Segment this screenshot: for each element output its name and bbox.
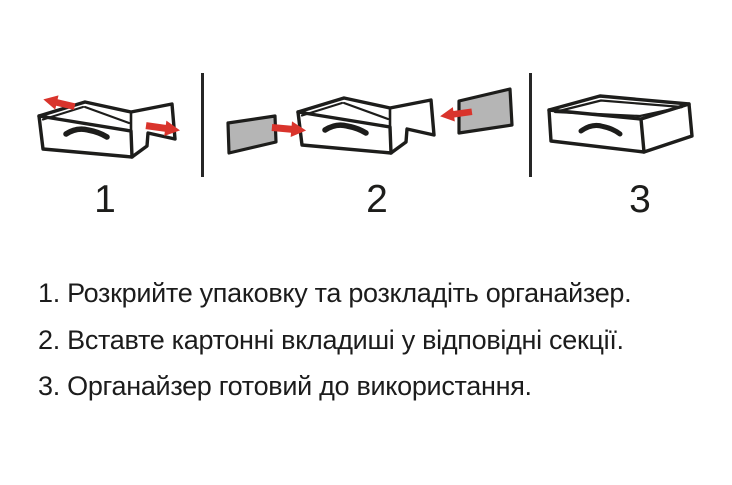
handle-slot [63, 126, 110, 140]
step-1-number: 1 [94, 178, 116, 221]
handle-slot [322, 122, 369, 136]
handle-slot [578, 122, 623, 137]
step-3-illustration-assembled-organizer-icon [547, 94, 694, 154]
figure-divider [201, 73, 204, 177]
instruction-line-1: 1. Розкрийте упаковку та розкладіть орга… [38, 278, 632, 308]
step-1-illustration-unfold-organizer-icon [37, 95, 180, 159]
unfold-arrow-right-icon [145, 120, 180, 137]
organizer-drawer-open [296, 96, 436, 155]
instruction-line-2: 2. Вставте картонні вкладиші у відповідн… [38, 324, 624, 355]
organizer-box-assembled [547, 94, 694, 154]
organizer-drawer-open [37, 100, 177, 159]
insert-arrow-right-icon [440, 107, 473, 122]
figure-divider [529, 73, 532, 177]
step-3-number: 3 [629, 178, 651, 221]
instruction-line-3: 3. Органайзер готовий до використання. [38, 371, 532, 401]
step-2-number: 2 [366, 178, 388, 221]
instruction-text-block: 1. Розкрийте упаковку та розкладіть орга… [38, 270, 722, 410]
cardboard-insert-right [457, 87, 514, 135]
unfold-arrow-left-icon [43, 95, 76, 110]
step-2-illustration-insert-cardboard-icon [226, 87, 514, 155]
insert-arrow-left-icon [271, 121, 307, 137]
cardboard-insert-left [226, 114, 278, 155]
